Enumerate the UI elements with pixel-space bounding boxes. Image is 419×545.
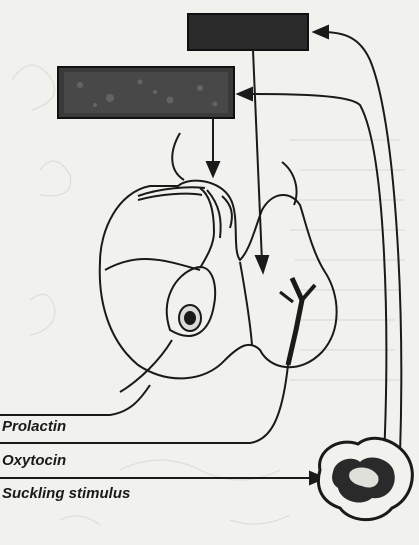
prolactin-label: Prolactin xyxy=(2,418,66,435)
breast-nipple xyxy=(318,438,412,519)
lactotroph-cell xyxy=(120,267,215,392)
lower-box-arrow xyxy=(207,118,219,176)
feedback-arrow-to-lower-box xyxy=(238,88,386,458)
suckling-stimulus-label: Suckling stimulus xyxy=(2,485,130,502)
suckling-stimulus-arrow xyxy=(0,472,324,484)
upper-hormone-box xyxy=(188,14,308,50)
posterior-lobe-terminal xyxy=(280,278,315,365)
feedback-arrow-to-upper-box xyxy=(314,26,401,455)
upper-box-down-arrow xyxy=(253,50,268,272)
lower-hormone-box xyxy=(58,67,234,118)
oxytocin-label: Oxytocin xyxy=(2,452,66,469)
prolactin-pathway xyxy=(0,385,150,415)
